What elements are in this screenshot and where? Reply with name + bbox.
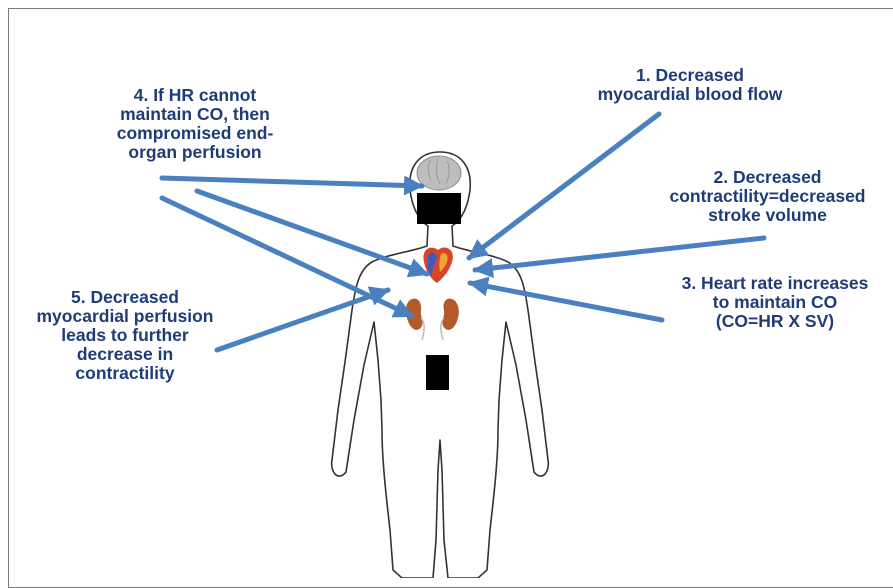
- arrow-2-to-heart: [475, 238, 764, 270]
- label-decreased-myocardial-perfusion: 5. Decreased myocardial perfusion leads …: [10, 288, 240, 383]
- face-redaction: [417, 193, 461, 224]
- label-decreased-myocardial-blood-flow: 1. Decreased myocardial blood flow: [565, 66, 815, 104]
- label-heart-rate-increases: 3. Heart rate increases to maintain CO (…: [655, 274, 893, 331]
- groin-redaction: [426, 355, 449, 390]
- label-decreased-contractility: 2. Decreased contractility=decreased str…: [630, 168, 893, 225]
- arrow-4-to-brain: [162, 178, 422, 186]
- label-end-organ-perfusion: 4. If HR cannot maintain CO, then compro…: [75, 86, 315, 162]
